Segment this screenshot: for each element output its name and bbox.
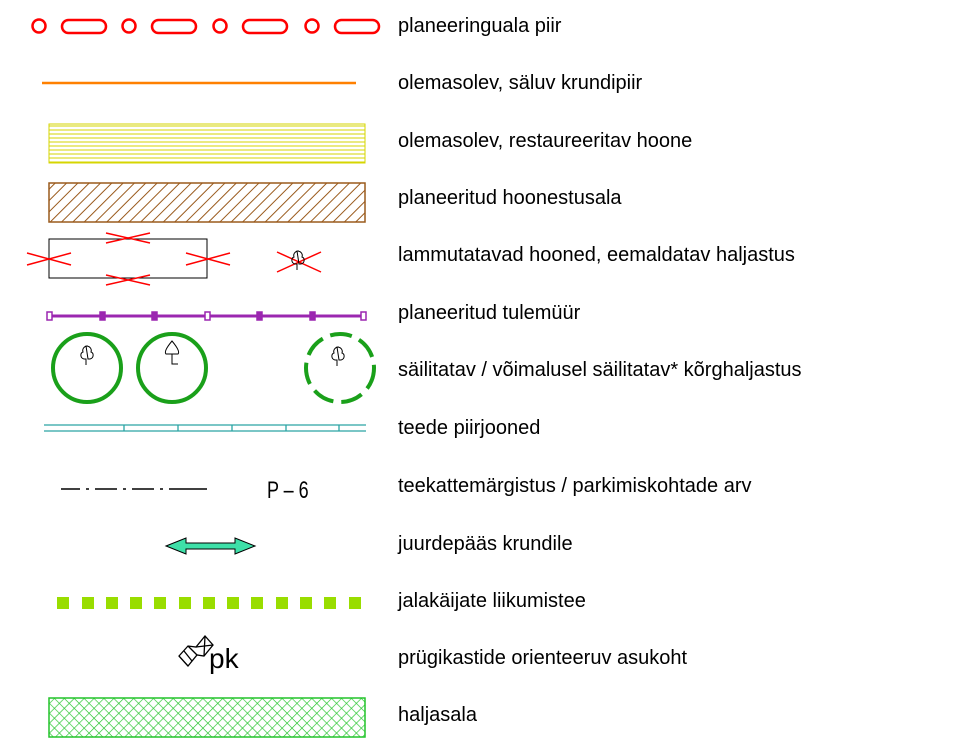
access-arrow-symbol <box>164 537 257 555</box>
tree-icon <box>164 340 180 365</box>
legend-label-footpath: jalakäijate liikumistee <box>398 590 586 612</box>
tree-icon <box>80 345 94 366</box>
legend-label-waste-bins: prügikastide orienteeruv asukoht <box>398 647 688 669</box>
legend-label-demolition: lammutatavad hooned, eemaldatav haljastu… <box>398 244 795 266</box>
tree-icon <box>331 346 345 367</box>
waste-bin-label: pk <box>209 643 240 674</box>
footpath-symbol <box>57 597 361 609</box>
boundary-symbol <box>31 18 381 35</box>
legend-label-building-area: planeeritud hoonestusala <box>398 187 622 209</box>
legend-label-trees: säilitatav / võimalusel säilitatav* kõrg… <box>398 359 802 381</box>
legend-label-green-area: haljasala <box>398 704 477 726</box>
trees-symbol <box>51 332 376 404</box>
legend-label-firewall: planeeritud tulemüür <box>398 302 581 324</box>
green-area-symbol <box>48 697 366 738</box>
legend-label-road-marking: teekattemärgistus / parkimiskohtade arv <box>398 475 752 497</box>
road-lines-symbol <box>44 424 366 432</box>
parking-count-label: P – 6 <box>267 478 309 504</box>
waste-bin-icon <box>178 634 214 667</box>
existing-building-symbol <box>48 123 366 164</box>
legend-label-plot-line: olemasolev, säluv krundipiir <box>398 72 643 94</box>
legend-label-boundary: planeeringuala piir <box>398 15 562 37</box>
firewall-symbol <box>46 311 367 321</box>
demolition-symbol <box>26 232 322 286</box>
legend-label-access: juurdepääs krundile <box>398 533 573 555</box>
legend-label-existing-building: olemasolev, restaureeritav hoone <box>398 130 693 152</box>
building-area-symbol <box>48 182 366 223</box>
legend-label-road-lines: teede piirjooned <box>398 417 541 439</box>
